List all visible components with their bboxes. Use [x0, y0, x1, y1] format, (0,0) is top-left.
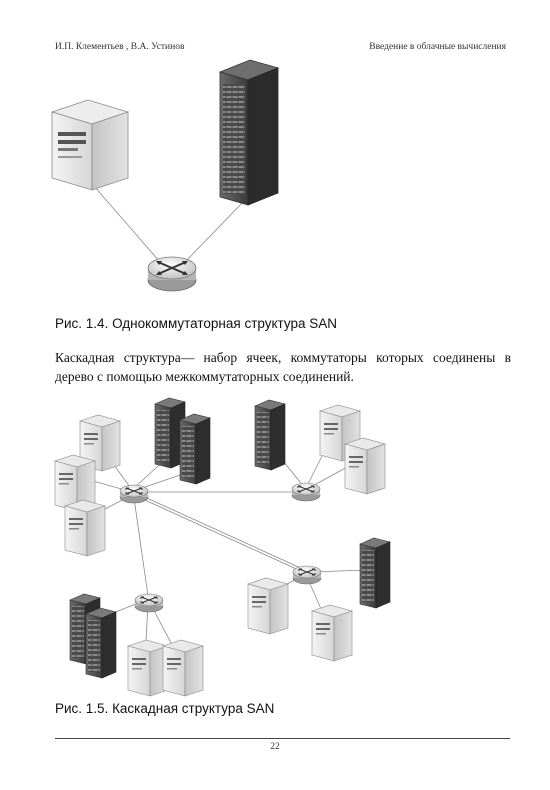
storage-rack-icon [254, 399, 286, 471]
footer-divider [55, 738, 510, 739]
workstation-icon [344, 437, 386, 495]
link-rack-router [184, 199, 246, 263]
router-icon [134, 593, 164, 613]
figure-1-5-diagram [54, 397, 391, 697]
workstation-icon [127, 639, 169, 697]
router-icon [119, 484, 149, 504]
workstation-icon [247, 577, 289, 635]
figure-1-5-caption: Рис. 1.5. Каскадная структура SAN [55, 701, 275, 716]
workstation-icon [311, 604, 353, 662]
storage-rack-icon [359, 537, 391, 609]
header-authors: И.П. Клементьев , В.А. Устинов [55, 42, 185, 52]
router-icon [147, 256, 197, 292]
header-book-title: Введение в облачные вычисления [369, 42, 506, 52]
workstation-icon [64, 499, 106, 557]
figure-1-4-diagram [50, 59, 280, 292]
server-workstation-icon [50, 99, 130, 191]
router-icon [291, 482, 321, 502]
workstation-icon [162, 639, 204, 697]
page-number: 22 [270, 742, 280, 752]
router-icon [292, 565, 322, 585]
storage-rack-icon [85, 607, 117, 679]
storage-rack-icon [179, 413, 211, 485]
figure-1-4-caption: Рис. 1.4. Однокоммутаторная структура SA… [55, 316, 338, 331]
storage-rack-icon [218, 59, 280, 206]
body-paragraph: Каскадная структура— набор ячеек, коммут… [55, 350, 511, 384]
